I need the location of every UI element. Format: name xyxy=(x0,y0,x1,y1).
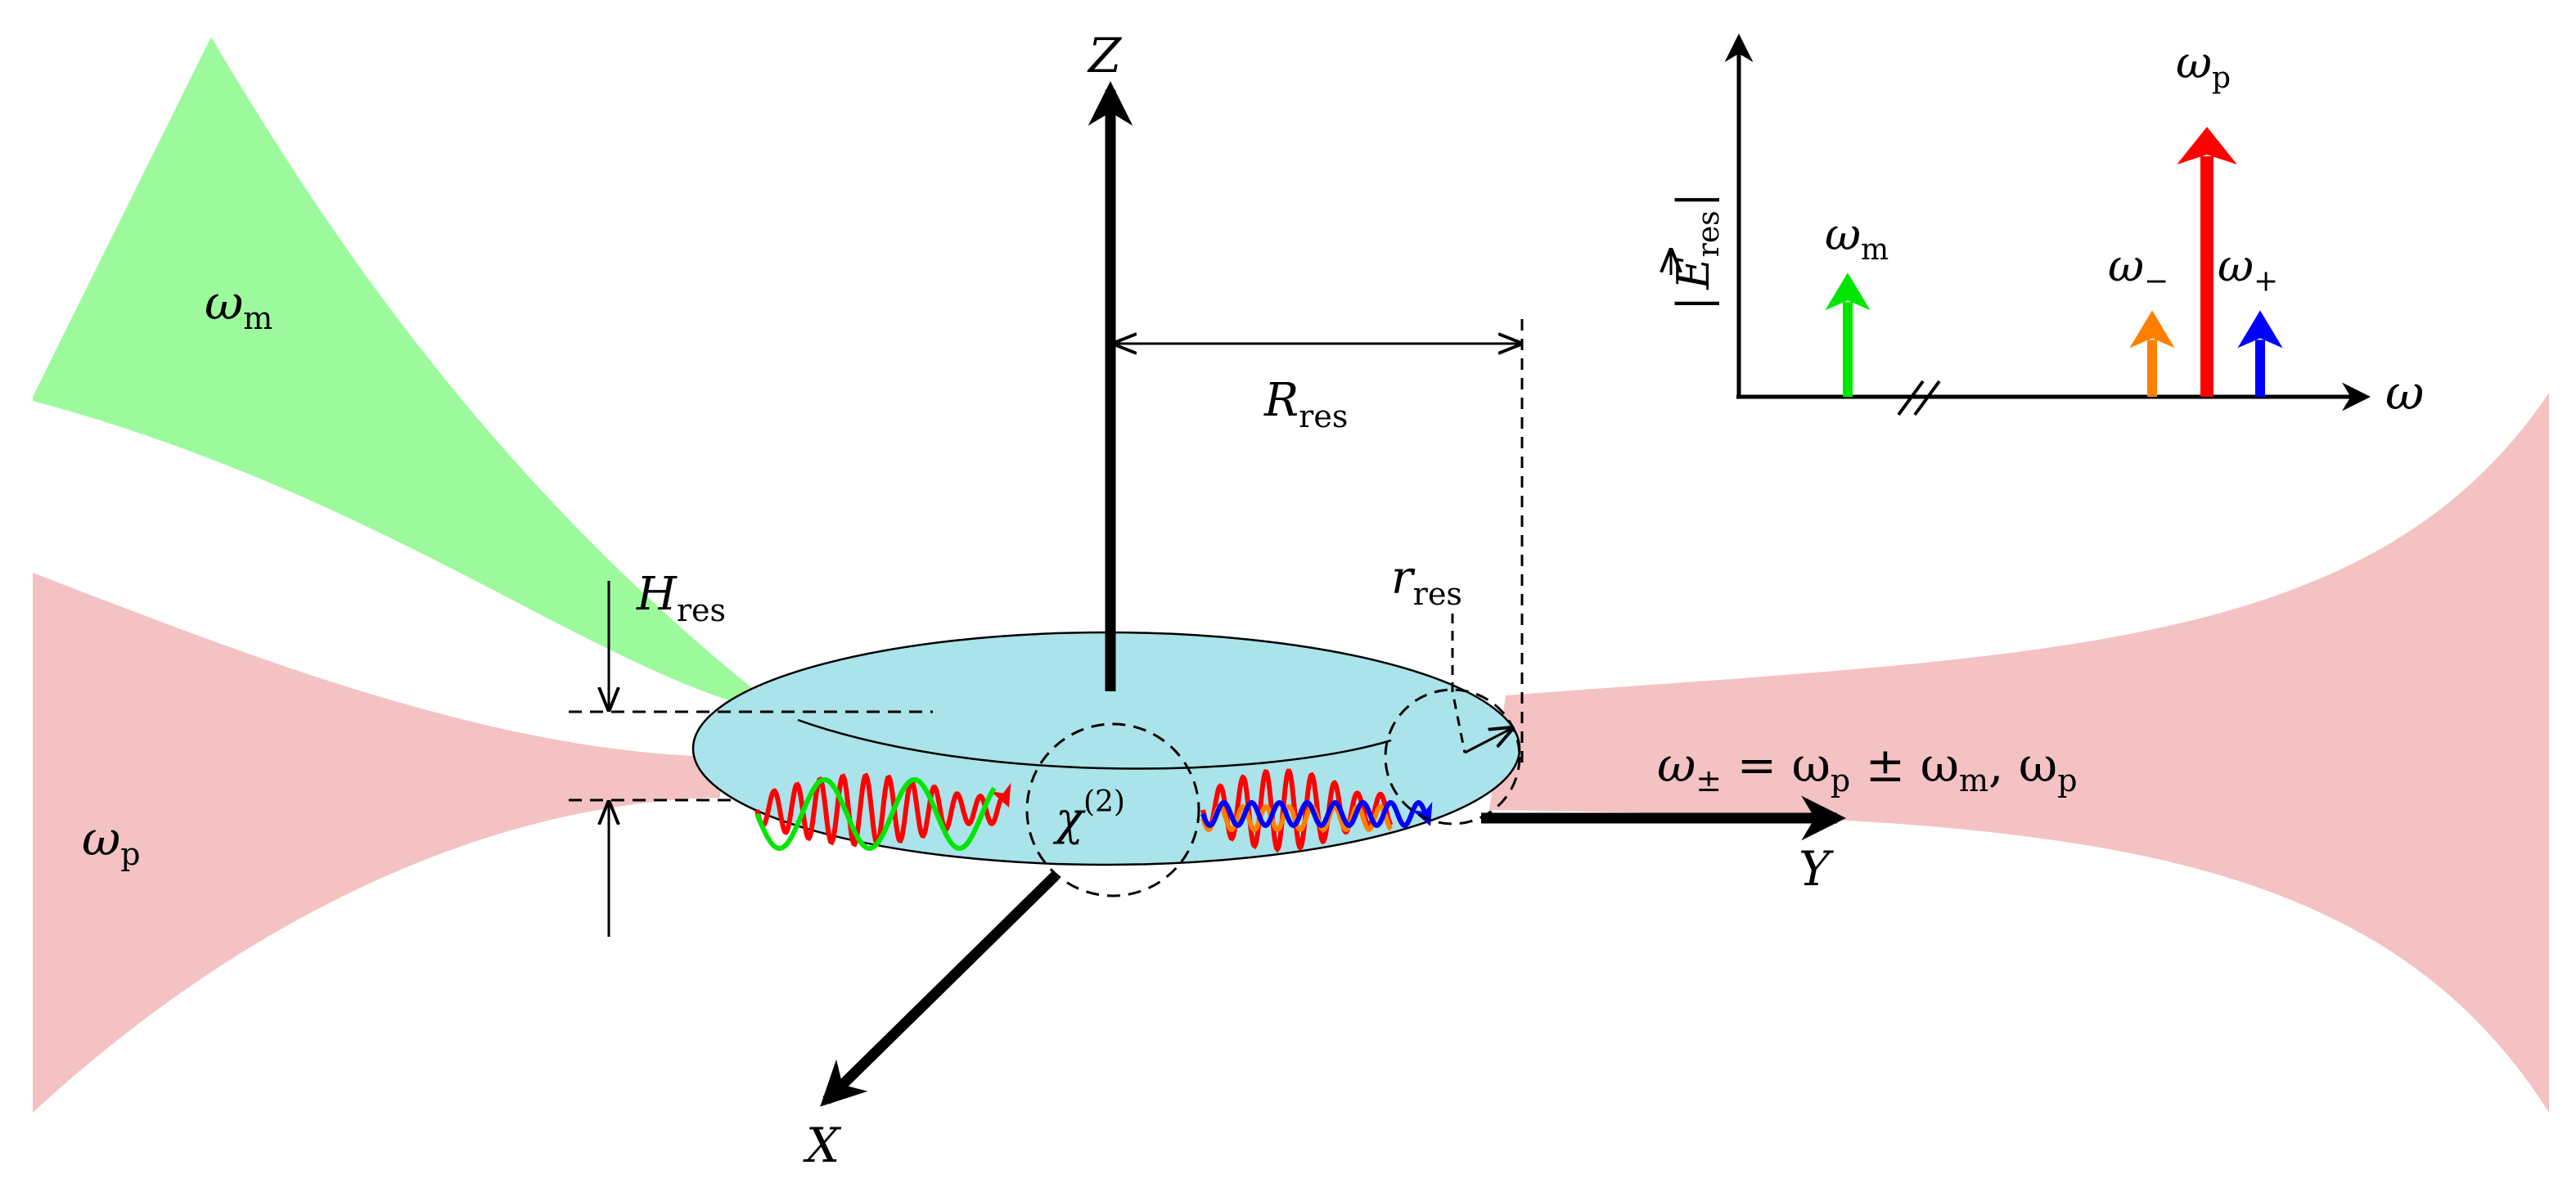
spectrum-line-upper-sideband-shaft xyxy=(2255,340,2265,397)
microwave-beam xyxy=(33,37,761,705)
spectrum-y-axis-label: |Eres| xyxy=(1668,192,1726,311)
x-axis xyxy=(820,871,1060,1107)
h-res-label: Hres xyxy=(636,568,726,628)
waves xyxy=(754,768,1433,853)
axis-break-mark xyxy=(1897,380,1941,416)
spectrum-line-lower-sideband-label: ω− xyxy=(2108,240,2168,298)
pump-wave-left xyxy=(754,772,1011,848)
spectrum-line-microwave-head xyxy=(1825,272,1871,311)
microwave-beam-label: ωm xyxy=(205,275,272,336)
pump-wave-right xyxy=(1200,768,1394,853)
small-r-res-leader xyxy=(1451,614,1466,753)
pump-beam-left xyxy=(33,573,720,1113)
spectrum-line-lower-sideband-shaft xyxy=(2147,340,2157,397)
nonlinearity-region xyxy=(1025,722,1200,897)
spectrum-line-pump-label: ωp xyxy=(2176,37,2231,95)
chi2-label: χ(2) xyxy=(1052,785,1125,846)
spectrum-line-pump-head xyxy=(2177,127,2237,164)
spectrum-line-upper-sideband-label: ω+ xyxy=(2218,240,2278,298)
spectrum-line-pump-shaft xyxy=(2200,156,2213,397)
svg-text:|Eres|: |Eres| xyxy=(1668,192,1726,311)
spectrum-line-lower-sideband: ω− xyxy=(2108,240,2175,397)
spectrum-lines: ωm ω− ωp ω+ xyxy=(1825,37,2283,397)
coordinate-axes: Z Y X xyxy=(803,28,1846,1173)
r-res-label: Rres xyxy=(1263,374,1348,434)
x-axis-label: X xyxy=(803,1118,842,1173)
beams xyxy=(33,37,2549,1113)
spectrum-line-microwave: ωm xyxy=(1825,209,1889,397)
resonator-inner-rim xyxy=(797,718,1392,770)
small-r-res-label: rres xyxy=(1391,551,1462,612)
sideband-wave-blue xyxy=(1200,799,1433,829)
dimension-annotations xyxy=(569,319,1524,937)
spectrum-line-lower-sideband-head xyxy=(2129,310,2175,349)
spectrum-x-axis-label: ω xyxy=(2385,365,2424,421)
spectrum-line-upper-sideband: ω+ xyxy=(2218,240,2283,397)
pump-beam-right xyxy=(1489,393,2549,1113)
small-r-res-arrow xyxy=(1464,728,1512,754)
z-axis-label: Z xyxy=(1087,28,1123,83)
microwave-wave xyxy=(754,776,997,852)
y-axis-label: Y xyxy=(1799,841,1834,897)
cross-section-region xyxy=(1384,688,1521,825)
spectrum-line-microwave-shaft xyxy=(1843,302,1853,397)
spectrum-line-pump: ωp xyxy=(2176,37,2237,397)
pump-beam-label: ωp xyxy=(82,811,141,872)
spectrum-line-microwave-label: ωm xyxy=(1825,209,1889,267)
output-equation-label: ω± = ωp ± ωm, ωp xyxy=(1657,737,2078,798)
spectrum-line-upper-sideband-head xyxy=(2237,310,2283,349)
spectrum-inset: ω |Eres| ωm ω− ωp ω+ xyxy=(1668,34,2424,421)
